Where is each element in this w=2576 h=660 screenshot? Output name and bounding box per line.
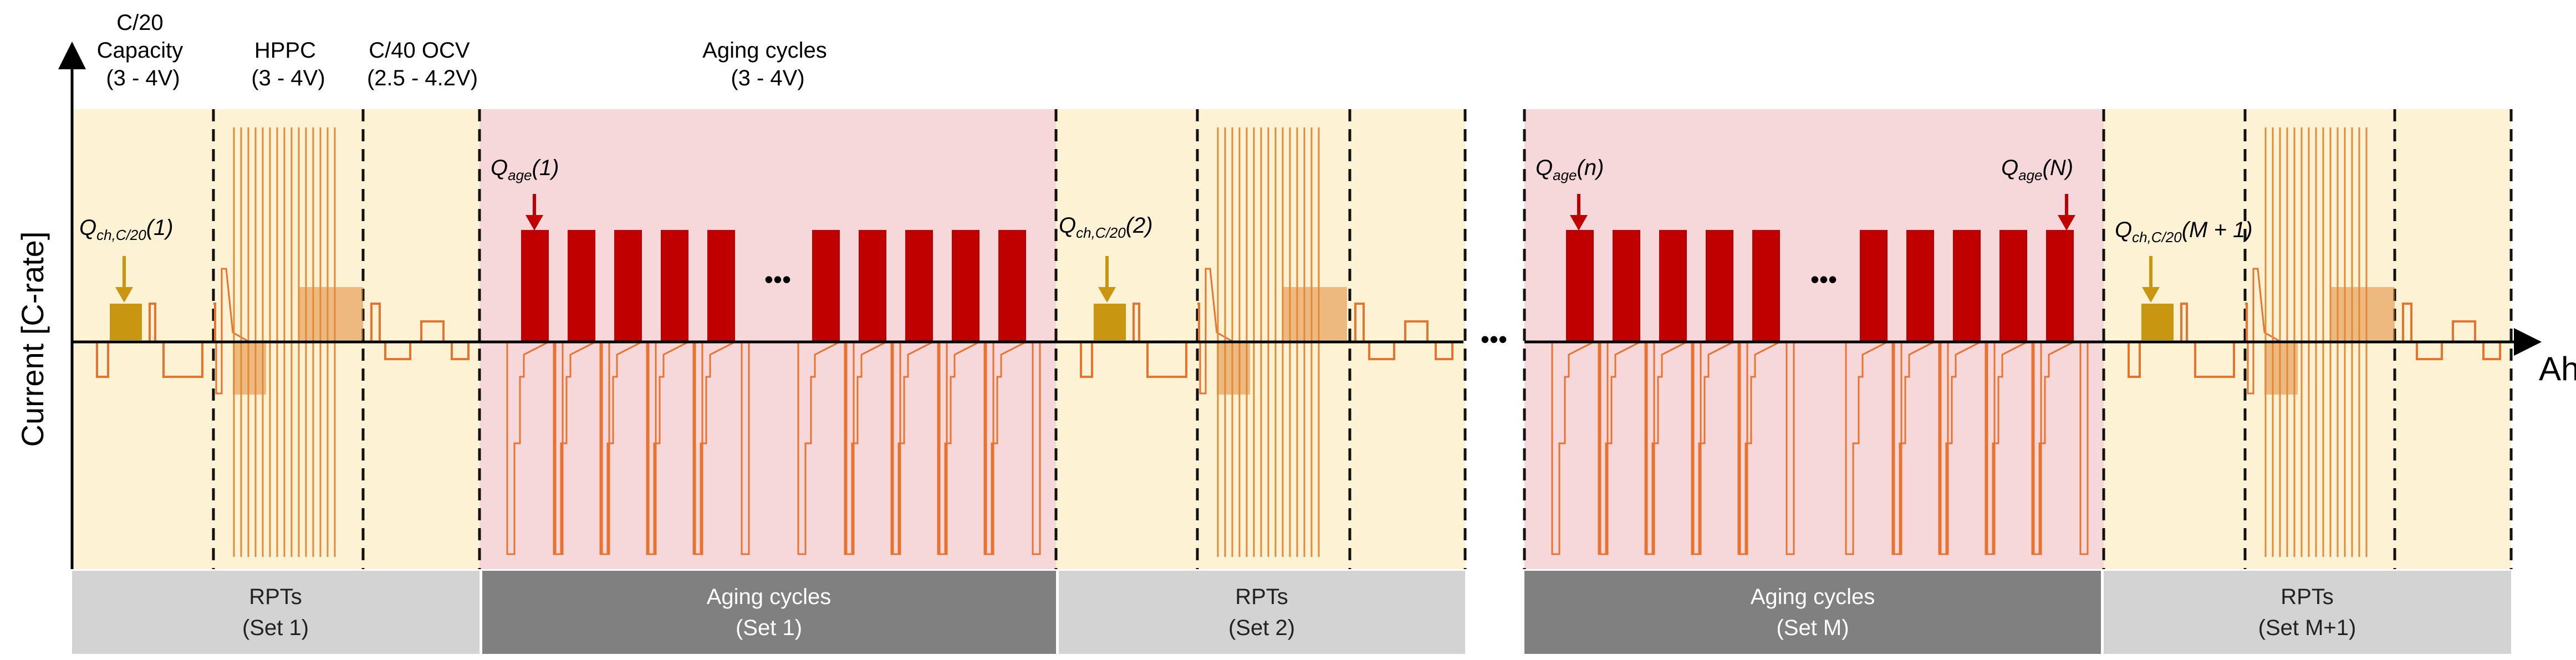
aging-discharge-trace [1691,341,1734,555]
aging-discharge-trace [983,341,1027,555]
segment-label: Aging cycles [1751,585,1875,609]
annotation-qch-m1: Qch,C/20(M + 1) [2115,218,2253,245]
label-hppc: HPPC (3 - 4V) [251,38,325,90]
hppc-discharge-block [233,344,266,395]
aging-discharge-trace [1891,341,1935,555]
aging-discharge-trace [1644,341,1687,555]
aging-charge-block [1999,230,2027,341]
hppc-discharge-block [2264,344,2298,395]
axes: Current [C-rate] Ah ••• [15,42,2576,569]
aging-charge-block [812,230,840,341]
aging-charge-block [1860,230,1888,341]
label-c40-ocv: C/40 OCV (2.5 - 4.2V) [367,38,478,90]
aging-charge-block [905,230,933,341]
aging-charge-block [1659,230,1687,341]
axis-break-ellipsis: ••• [1481,325,1507,354]
aging-charge-block [568,230,595,341]
aging-ellipsis-set-m: ••• [1810,265,1837,294]
y-axis-label: Current [C-rate] [15,232,50,447]
aging-charge-block [1953,230,1981,341]
aging-discharge-trace [1598,341,1641,555]
segment-label: RPTs [2281,585,2334,609]
aging-charge-block [521,230,549,341]
segment-set: (Set 1) [242,616,309,640]
math-annotations: Qch,C/20(1) Qch,C/20(2) Qch,C/20(M + 1) … [79,156,2253,245]
aging-charge-block [1706,230,1733,341]
aging-charge-block [1752,230,1780,341]
segment-label: RPTs [1235,585,1288,609]
segment-rpt-set-1: RPTs (Set 1) [72,571,480,654]
segment-rpt-set-m1: RPTs (Set M+1) [2104,571,2511,654]
aging-charge-block [614,230,642,341]
arrow-qage-1 [526,194,543,231]
hppc-lead-trace [213,268,250,395]
aging-charge-block [998,230,1026,341]
segment-set: (Set M+1) [2258,616,2356,640]
annotation-arrows [115,194,2160,303]
hppc-charge-block [1283,287,1347,340]
annotation-qage-N: Qage(N) [2001,156,2073,183]
aging-discharge-trace [553,341,596,555]
label-c20-capacity: C/20 Capacity (3 - 4V) [97,11,190,90]
hppc-charge-block [299,287,363,340]
arrow-qch-2 [1098,256,1116,303]
arrow-qage-n [1570,194,1588,231]
segment-bars: RPTs (Set 1) Aging cycles (Set 1) RPTs (… [72,571,2511,654]
segment-aging-set-m: Aging cycles (Set M) [1524,571,2101,654]
aging-discharge-trace [1985,341,2028,555]
charge-capacity-block [1094,304,1126,340]
top-labels: C/20 Capacity (3 - 4V) HPPC (3 - 4V) C/4… [97,11,833,90]
aging-discharge-trace [1938,341,1981,555]
aging-discharge-trace [1845,341,1888,555]
charge-capacity-block [2141,304,2174,340]
aging-charge-block [2046,230,2074,341]
aging-discharge-trace [506,341,549,555]
segment-set: (Set 2) [1228,616,1295,640]
segment-label: Aging cycles [707,585,832,609]
arrow-qch-1 [115,256,133,303]
aging-discharge-trace [937,341,980,555]
aging-discharge-trace [797,341,840,555]
aging-discharge-trace [646,341,689,555]
segment-rpt-set-2: RPTs (Set 2) [1059,571,1465,654]
aging-discharge-trace [599,341,642,555]
aging-discharge-trace [1551,341,1594,555]
aging-ellipsis-set-1: ••• [764,265,791,294]
annotation-qch-2: Qch,C/20(2) [1059,213,1153,241]
aging-charge-block [1906,230,1934,341]
segment-label: RPTs [249,585,302,609]
charge-capacity-block [110,304,142,340]
arrow-qch-m1 [2142,256,2160,303]
aging-charge-block [661,230,688,341]
aging-charge-block [952,230,980,341]
aging-discharge-trace [890,341,934,555]
aging-charge-block [859,230,886,341]
hppc-lead-trace [1197,268,1234,395]
x-axis-label: Ah [2539,350,2576,387]
aging-charge-block [707,230,735,341]
annotation-qage-1: Qage(1) [491,156,559,183]
annotation-qage-n: Qage(n) [1536,156,1604,183]
segment-set: (Set 1) [736,616,802,640]
label-aging-cycles: Aging cycles (3 - 4V) [702,38,833,90]
aging-discharge-trace [692,341,736,555]
aging-discharge-trace [2031,341,2074,555]
arrow-qage-N [2058,194,2075,231]
aging-discharge-trace [844,341,887,555]
annotation-qch-1: Qch,C/20(1) [79,216,174,243]
aging-charge-block [1566,230,1594,341]
hppc-charge-block [2331,287,2395,340]
segment-aging-set-1: Aging cycles (Set 1) [482,571,1056,654]
aging-charge-block [1613,230,1640,341]
hppc-discharge-block [1217,344,1250,395]
segment-set: (Set M) [1776,616,1849,640]
aging-discharge-trace [1737,341,1781,555]
hppc-lead-trace [2245,268,2282,395]
